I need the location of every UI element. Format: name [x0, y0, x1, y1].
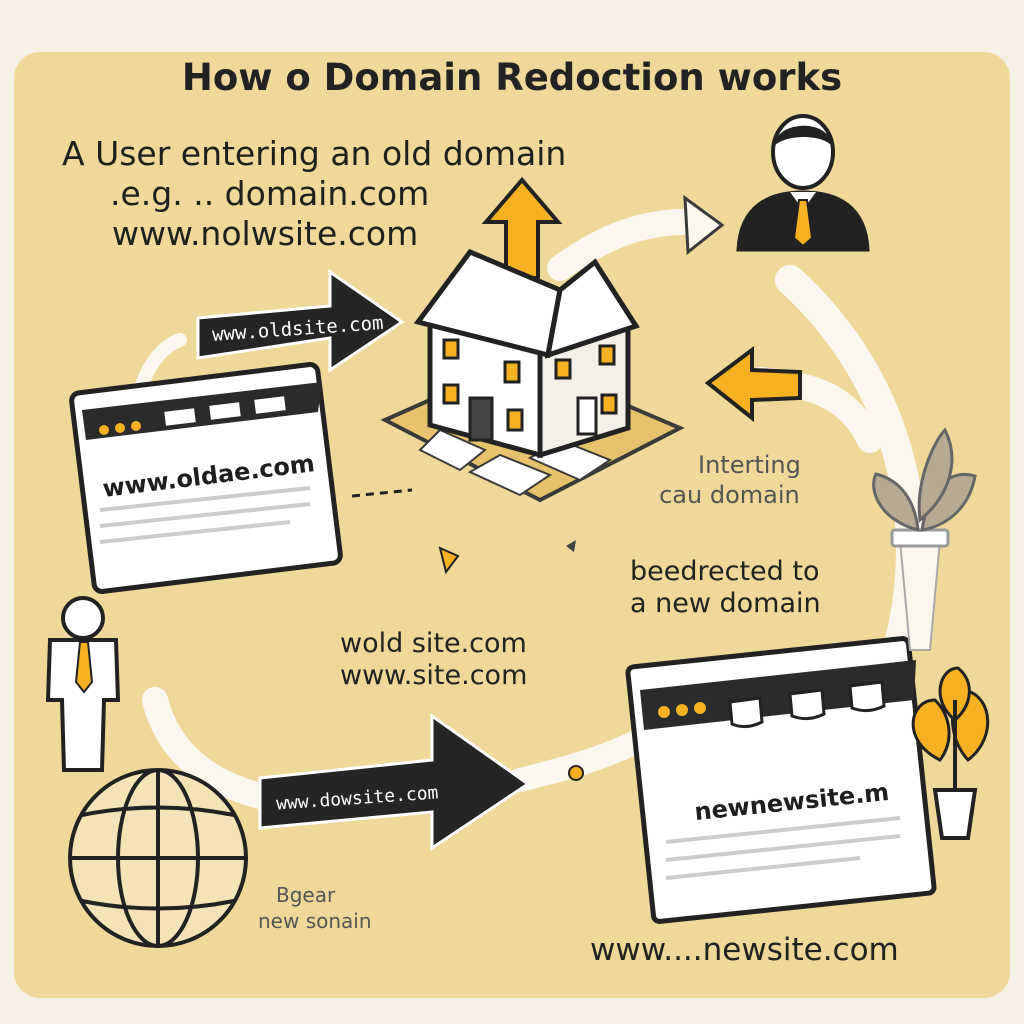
browser-icon-right — [625, 636, 937, 924]
browser-icon-left — [69, 362, 343, 594]
arrow-head-to-user — [683, 194, 725, 255]
user-note-line1: A User entering an old domain — [62, 134, 567, 173]
right-note-line2: cau domain — [659, 481, 800, 509]
user-note: A User entering an old domain .e.g. .. d… — [62, 134, 566, 254]
dashed-connector — [351, 488, 413, 498]
redirect-note-line2: a new domain — [630, 588, 821, 619]
bottom-note-line1: Bgear — [276, 883, 336, 907]
user-note-line2: .e.g. .. domain.com — [110, 174, 430, 213]
awning — [728, 680, 886, 729]
right-note-line1: Interting — [698, 451, 801, 479]
user-note-line3: www.nolwsite.com — [112, 214, 419, 253]
flow-curve-upleft — [133, 333, 187, 397]
globe-icon — [68, 768, 248, 948]
redirect-note-line1: beedrected to — [630, 556, 820, 587]
bottom-note: Bgear new sonain — [258, 882, 372, 934]
flow-dot — [568, 765, 584, 781]
house-icon — [380, 248, 685, 503]
mid-note-line1: wold site.com — [340, 628, 527, 659]
arrow-icon-top — [196, 269, 405, 373]
arrow-icon-bottom — [258, 713, 531, 851]
mid-note-line2: www.site.com — [340, 660, 528, 691]
mid-note: wold site.com www.site.com — [340, 628, 527, 692]
small-arrow-marker-2 — [566, 540, 576, 552]
redirect-note: beedrected to a new domain — [630, 556, 821, 620]
person-icon-businessman — [736, 114, 870, 252]
arrow-icon-left — [704, 346, 802, 423]
bottom-note-line2: new sonain — [258, 909, 372, 933]
flow-curve-bottom — [508, 728, 652, 792]
arrow-icon-up — [481, 176, 563, 280]
flow-curve-top — [547, 208, 713, 281]
right-note: Interting cau domain — [658, 450, 801, 510]
small-arrow-marker — [438, 546, 460, 575]
person-icon-standing — [45, 596, 121, 772]
bottom-url: www....newsite.com — [590, 932, 899, 968]
page-title: How o Domain Redoction works — [181, 56, 843, 99]
plant-icon-gray — [872, 427, 977, 651]
plant-icon-yellow — [911, 666, 990, 840]
